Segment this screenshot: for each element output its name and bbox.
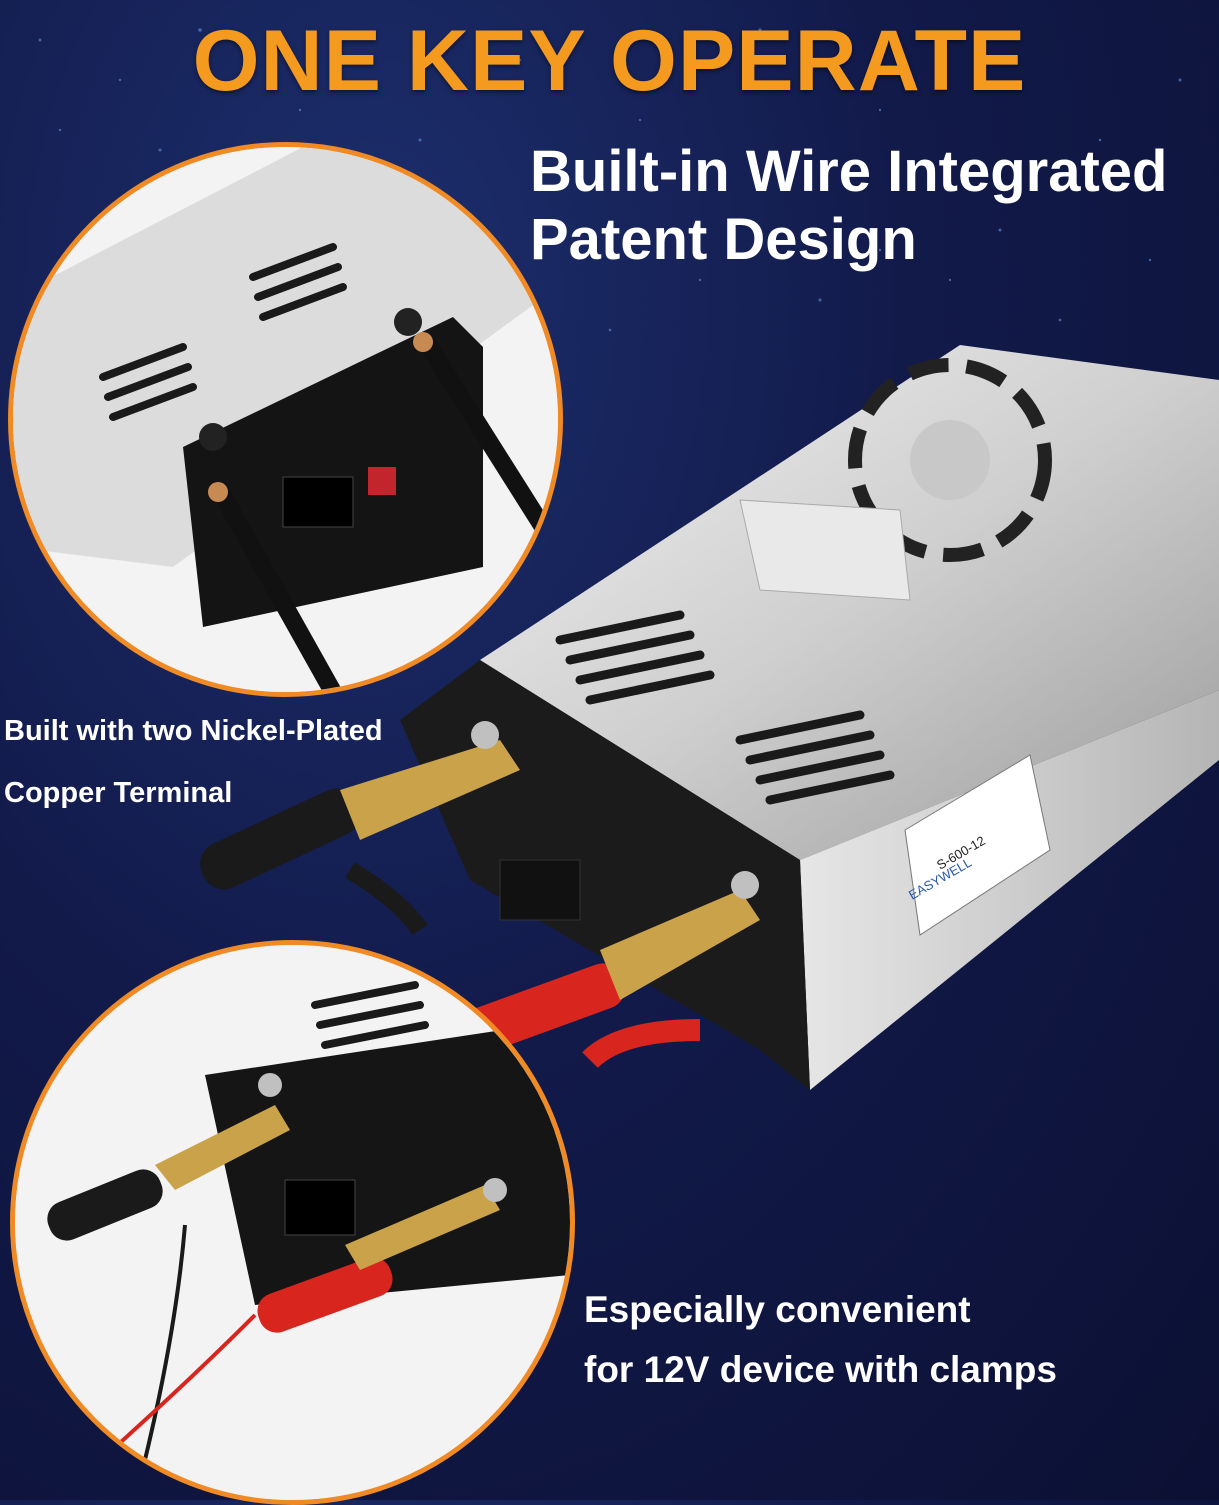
fan-grill [848, 358, 1052, 562]
clamps-caption: Especially convenient for 12V device wit… [584, 1280, 1057, 1400]
subheadline-line-1: Built-in Wire Integrated [530, 139, 1168, 204]
subheadline: Built-in Wire Integrated Patent Design [530, 138, 1168, 274]
psu-side-face [800, 690, 1219, 1090]
terminal-closeup-inset [8, 142, 563, 697]
clamps-caption-line-2: for 12V device with clamps [584, 1349, 1057, 1390]
ac-socket [499, 859, 581, 921]
clamps-closeup-inset [10, 940, 575, 1505]
terminal-caption-line-2: Copper Terminal [4, 777, 233, 809]
product-label [904, 754, 1051, 936]
terminal-caption-line-1: Built with two Nickel-Plated [4, 715, 383, 747]
clamps-caption-line-1: Especially convenient [584, 1289, 971, 1330]
terminal-closeup-image [13, 147, 558, 692]
terminal-caption: Built with two Nickel-Plated Copper Term… [4, 700, 383, 824]
clamps-closeup-image [15, 945, 570, 1500]
headline: ONE KEY OPERATE [192, 13, 1027, 109]
black-clamp [200, 721, 520, 936]
subheadline-line-2: Patent Design [530, 207, 917, 272]
fan-sticker [739, 499, 911, 601]
psu-top-face [480, 345, 1219, 860]
